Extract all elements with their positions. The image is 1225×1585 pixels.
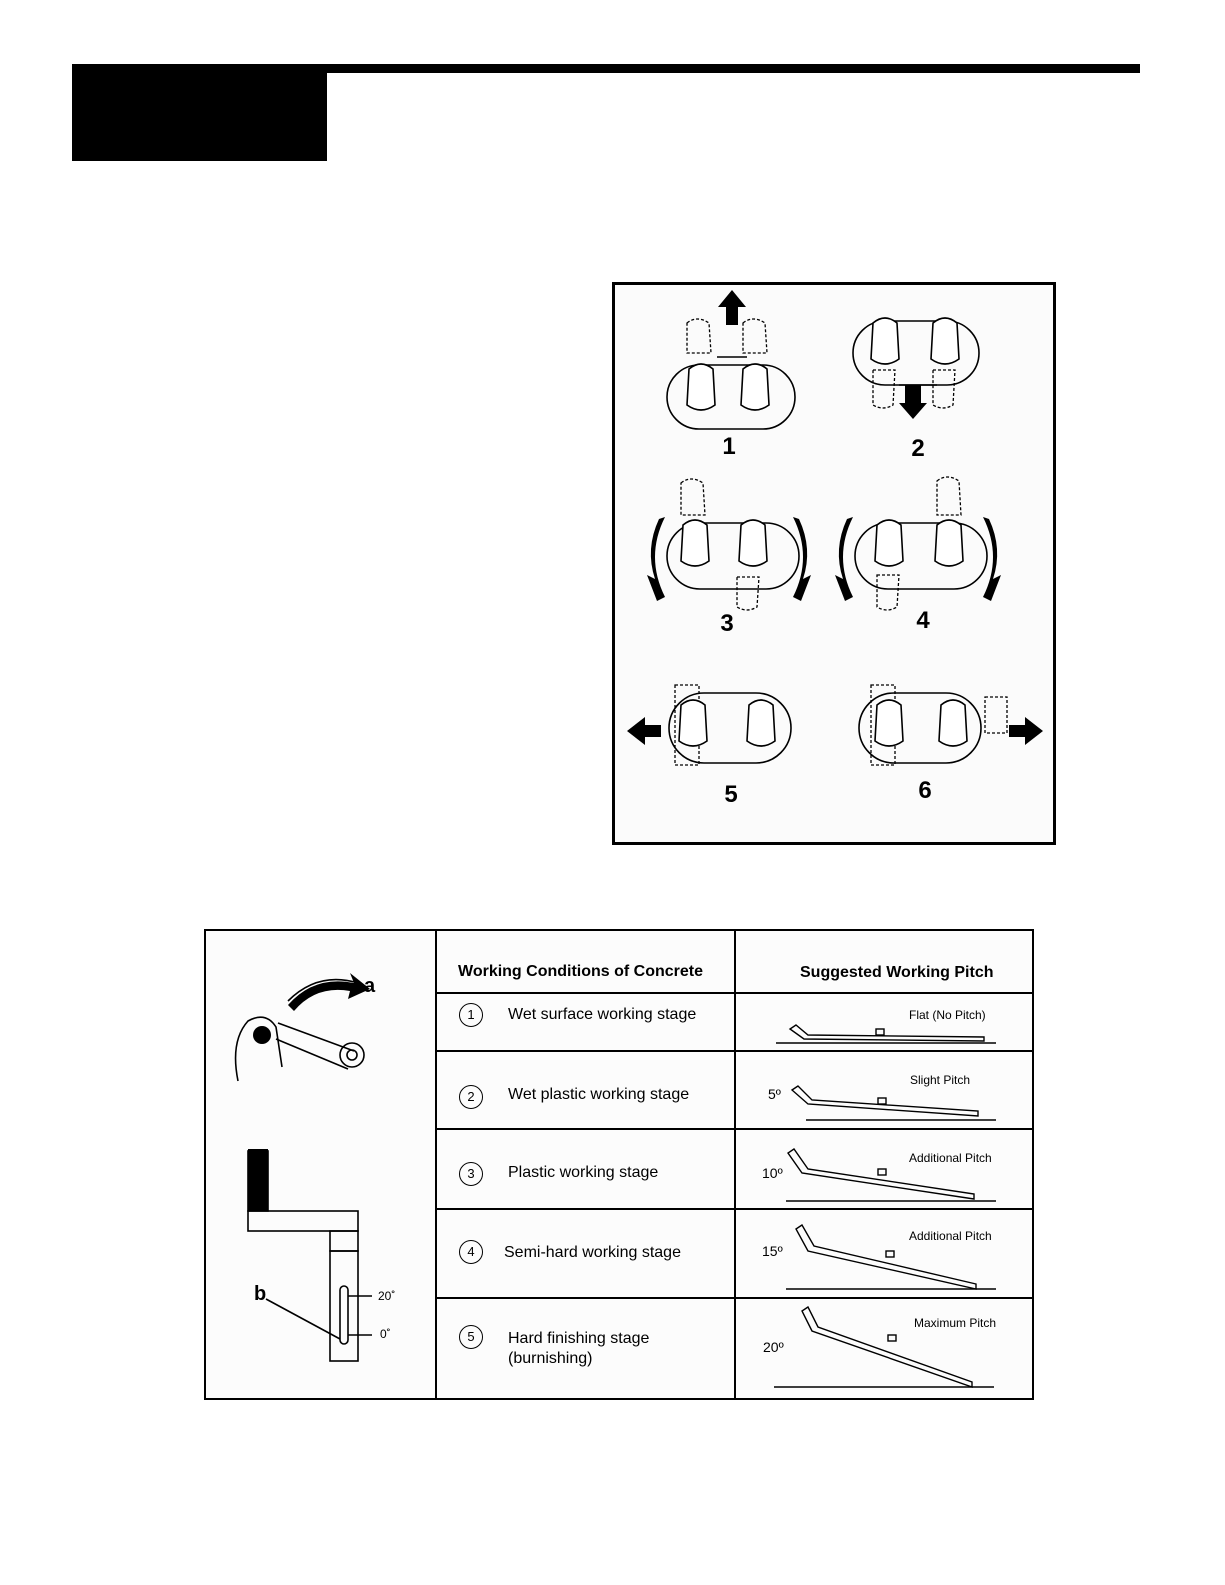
callout-a: a xyxy=(364,975,376,997)
trowel-pitch-diagram-4 xyxy=(786,1224,996,1290)
trowel-pitch-diagram-2 xyxy=(790,1085,996,1121)
row-number-2: 2 xyxy=(459,1085,483,1109)
step-label-4: 4 xyxy=(916,607,930,634)
table-divider xyxy=(435,931,437,1398)
header-working-conditions: Working Conditions of Concrete xyxy=(458,963,704,980)
condition-row-5-note: (burnishing) xyxy=(508,1350,593,1367)
trowel-pitch-diagram-5 xyxy=(774,1305,994,1388)
pitch-degree-row-4: 15º xyxy=(762,1243,783,1259)
pitch-degree-row-2: 5º xyxy=(768,1086,781,1102)
step-label-3: 3 xyxy=(720,610,734,637)
row-divider xyxy=(437,1128,1032,1130)
row-number-1: 1 xyxy=(459,1003,483,1027)
step-label-2: 2 xyxy=(911,435,925,462)
pitch-label-row-2: Slight Pitch xyxy=(910,1073,971,1087)
trowel-steering-figure: 1 2 3 4 5 6 xyxy=(612,282,1056,845)
trowel-steering-illustration xyxy=(627,290,1043,766)
condition-row-4: Semi-hard working stage xyxy=(504,1244,681,1261)
trowel-pitch-diagram-3 xyxy=(786,1148,996,1202)
header-rule xyxy=(72,64,1140,73)
row-divider xyxy=(437,1208,1032,1210)
row-divider xyxy=(437,1297,1032,1299)
pitch-label-row-5: Maximum Pitch xyxy=(914,1316,997,1330)
header-suggested-pitch: Suggested Working Pitch xyxy=(800,964,994,981)
condition-row-1: Wet surface working stage xyxy=(508,1006,697,1023)
crank-drawing xyxy=(234,973,372,1362)
table-divider xyxy=(734,931,736,1398)
row-number-5: 5 xyxy=(459,1325,483,1349)
condition-row-2: Wet plastic working stage xyxy=(508,1086,690,1103)
condition-row-5: Hard finishing stage xyxy=(508,1330,650,1347)
section-tab-block xyxy=(72,64,327,161)
row-number-3: 3 xyxy=(459,1162,483,1186)
slot-label-0: 0˚ xyxy=(380,1327,391,1341)
step-label-5: 5 xyxy=(724,781,738,808)
slot-label-20: 20˚ xyxy=(378,1289,396,1303)
trowel-pitch-diagram-1 xyxy=(776,1024,996,1044)
row-divider xyxy=(437,992,1032,994)
row-divider xyxy=(437,1050,1032,1052)
pitch-label-row-3: Additional Pitch xyxy=(909,1151,992,1165)
pitch-label-row-1: Flat (No Pitch) xyxy=(909,1008,986,1022)
row-number-4: 4 xyxy=(459,1240,483,1264)
callout-b: b xyxy=(254,1283,267,1305)
step-label-1: 1 xyxy=(722,433,736,460)
pitch-degree-row-5: 20º xyxy=(763,1339,784,1355)
step-label-6: 6 xyxy=(918,777,932,804)
pitch-degree-row-3: 10º xyxy=(762,1165,783,1181)
pitch-label-row-4: Additional Pitch xyxy=(909,1229,992,1243)
condition-row-3: Plastic working stage xyxy=(508,1164,659,1181)
pitch-table: a b 20˚ 0˚ Working Conditions of Concret… xyxy=(204,929,1034,1400)
